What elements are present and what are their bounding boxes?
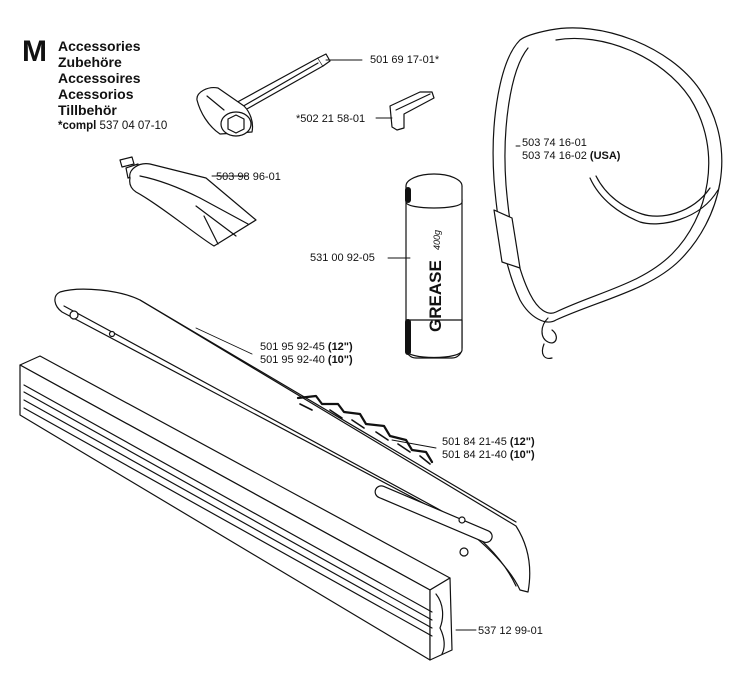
bar-cover-drawing	[19, 355, 453, 661]
title-en: Accessories	[58, 38, 141, 54]
title-de: Zubehöre	[58, 54, 122, 70]
harness-drawing	[492, 27, 723, 359]
hex-key-drawing	[389, 91, 435, 131]
combination-wrench-drawing	[196, 53, 331, 137]
part-number-chain-10: 501 84 21-40 (10")	[442, 449, 535, 461]
section-letter: M	[22, 35, 47, 68]
part-number-bar-12: 501 95 92-45 (12")	[260, 341, 353, 353]
guide-bar-drawing	[54, 288, 531, 593]
title-es: Acessorios	[58, 86, 134, 102]
grease-tube-drawing	[119, 156, 257, 247]
part-number-combination-wrench: 501 69 17-01*	[370, 54, 440, 66]
part-number-bar-cover: 537 12 99-01	[478, 625, 543, 637]
grease-can-label: GREASE	[426, 260, 445, 332]
compl-note: *compl 537 04 07-10	[58, 120, 167, 132]
part-number-harness-1: 503 74 16-01	[522, 137, 587, 149]
compl-number: 537 04 07-10	[99, 120, 168, 132]
part-number-grease-tube: 503 98 96-01	[216, 171, 281, 183]
title-sv: Tillbehör	[58, 102, 117, 118]
section-titles: Accessories Zubehöre Accessoires Acessor…	[58, 38, 258, 118]
part-number-bar-10: 501 95 92-40 (10")	[260, 354, 353, 366]
grease-can-weight: 400g	[432, 230, 442, 250]
compl-prefix: *compl	[58, 120, 97, 132]
part-number-grease-can: 531 00 92-05	[310, 252, 375, 264]
part-number-chain-12: 501 84 21-45 (12")	[442, 436, 535, 448]
leader-lines	[195, 59, 521, 631]
grease-can-drawing	[405, 173, 463, 359]
part-number-hex-key: *502 21 58-01	[296, 113, 366, 125]
title-fr: Accessoires	[58, 70, 141, 86]
part-number-harness-2: 503 74 16-02 (USA)	[522, 150, 621, 162]
